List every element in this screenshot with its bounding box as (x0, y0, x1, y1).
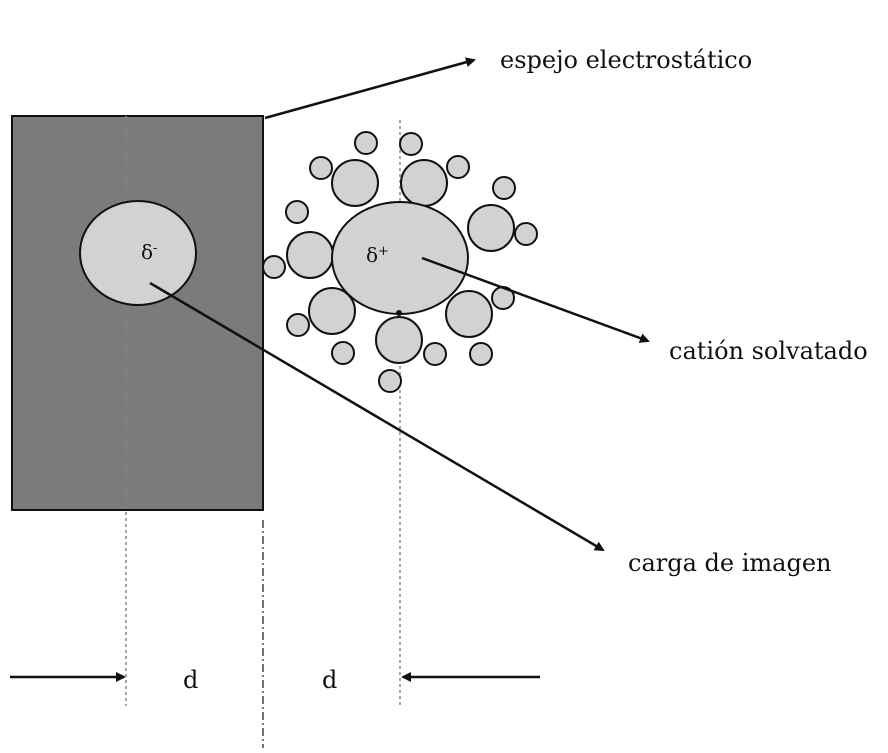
delta-minus-symbol: δ- (141, 240, 157, 264)
mirror-pointer-arrow (264, 57, 476, 120)
image-charge-pointer-arrow (149, 281, 605, 552)
delta-plus-symbol: δ+ (366, 243, 389, 267)
distance-label-right: d (322, 666, 337, 694)
solvent-atom (262, 255, 286, 279)
solvent-molecule (467, 204, 515, 252)
cation-pointer-arrow (421, 256, 650, 343)
solvent-atom (331, 341, 355, 365)
solvent-atom (469, 342, 493, 366)
solvent-molecule (331, 159, 379, 207)
cation-ellipse (331, 201, 469, 315)
solvent-atom (285, 200, 309, 224)
solvent-atom (309, 156, 333, 180)
solvent-atom (286, 313, 310, 337)
solvent-atom (378, 369, 402, 393)
metal-block (11, 115, 264, 511)
solvent-atom (492, 176, 516, 200)
image-charge-circle (79, 200, 197, 306)
solvent-molecule (286, 231, 334, 279)
solvent-atom (399, 132, 423, 156)
solvent-molecule (445, 290, 493, 338)
solvent-atom (514, 222, 538, 246)
cation-bottom-dot (396, 310, 402, 316)
cation-label: catión solvatado (669, 337, 868, 365)
mirror-label: espejo electrostático (500, 46, 752, 74)
solvation-shell-large (286, 159, 515, 364)
distance-label-left: d (183, 666, 198, 694)
solvent-molecule (308, 287, 356, 335)
image-charge-label: carga de imagen (628, 549, 831, 577)
solvent-molecule (400, 159, 448, 207)
solvent-atom (446, 155, 470, 179)
solvent-atom (423, 342, 447, 366)
solvation-shell-small (262, 131, 538, 393)
solvent-molecule (375, 316, 423, 364)
solvent-atom (354, 131, 378, 155)
